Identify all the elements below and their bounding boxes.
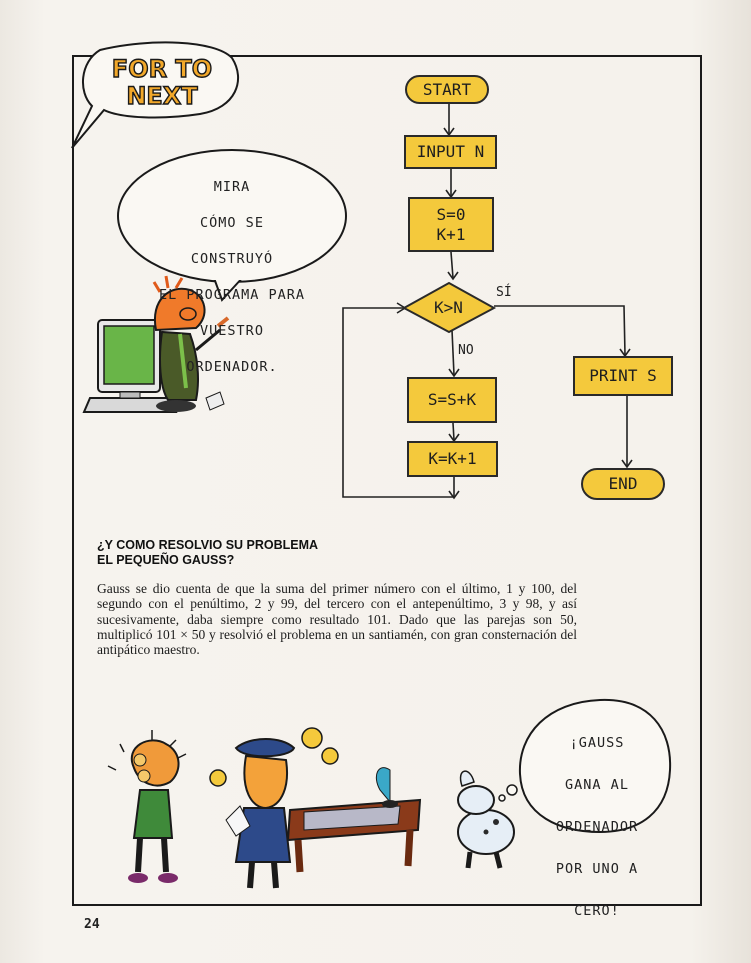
speech-line: VUESTRO: [200, 323, 264, 339]
flowchart-decision-shape: [401, 281, 497, 334]
article-body: Gauss se dio cuenta de que la suma del p…: [97, 581, 577, 658]
speech-line: ORDENADOR.: [186, 359, 278, 375]
speech-line: CÓMO SE: [200, 215, 264, 231]
flowchart-yes-label: SÍ: [496, 285, 512, 300]
speech-bubble-gauss: [518, 698, 672, 834]
speech-line: EL PROGRAMA PARA: [158, 287, 306, 303]
flowchart-end: END: [581, 468, 665, 500]
flowchart-start: START: [405, 75, 489, 104]
boy-character: [107, 730, 187, 883]
flowchart-print: PRINT S: [573, 356, 673, 396]
flowchart-decision-label: K>N: [434, 298, 463, 317]
article-heading-line1: ¿Y COMO RESOLVIO SU PROBLEMA: [97, 538, 319, 552]
page-frame: [72, 55, 702, 906]
flowchart-increment: K=K+1: [407, 441, 498, 477]
desk-illustration: [286, 767, 422, 873]
flowchart-input: INPUT N: [404, 135, 497, 169]
character-speech-text: MIRA CÓMO SE CONSTRUYÓ EL PROGRAMA PARA …: [132, 160, 332, 394]
logo-line2: NEXT: [126, 82, 198, 110]
flowchart-init: S=0 K+1: [408, 197, 494, 252]
flowchart-add: S=S+K: [407, 377, 497, 423]
page-number: 24: [84, 917, 100, 932]
gauss-speech-text: ¡GAUSS GANA AL ORDENADOR POR UNO A CERO!: [528, 712, 666, 943]
speech-line: CONSTRUYÓ: [190, 251, 274, 267]
speech-line: CERO!: [574, 903, 620, 919]
speech-line: ¡GAUSS: [569, 735, 625, 751]
logo-bubble: [71, 41, 240, 149]
logo: FOR TO NEXT: [111, 54, 213, 110]
article-heading-line2: EL PEQUEÑO GAUSS?: [97, 553, 235, 567]
speech-line: ORDENADOR: [555, 819, 639, 835]
teacher-character: [209, 727, 339, 889]
speech-line: MIRA: [213, 179, 251, 195]
article-heading: ¿Y COMO RESOLVIO SU PROBLEMA EL PEQUEÑO …: [97, 538, 417, 568]
speech-line: GANA AL: [565, 777, 629, 793]
mascot-character: [152, 275, 230, 412]
dog-illustration: [457, 770, 515, 869]
flowchart-no-label: NO: [458, 343, 474, 358]
logo-line1: FOR TO: [112, 55, 212, 83]
speech-line: POR UNO A: [555, 861, 639, 877]
